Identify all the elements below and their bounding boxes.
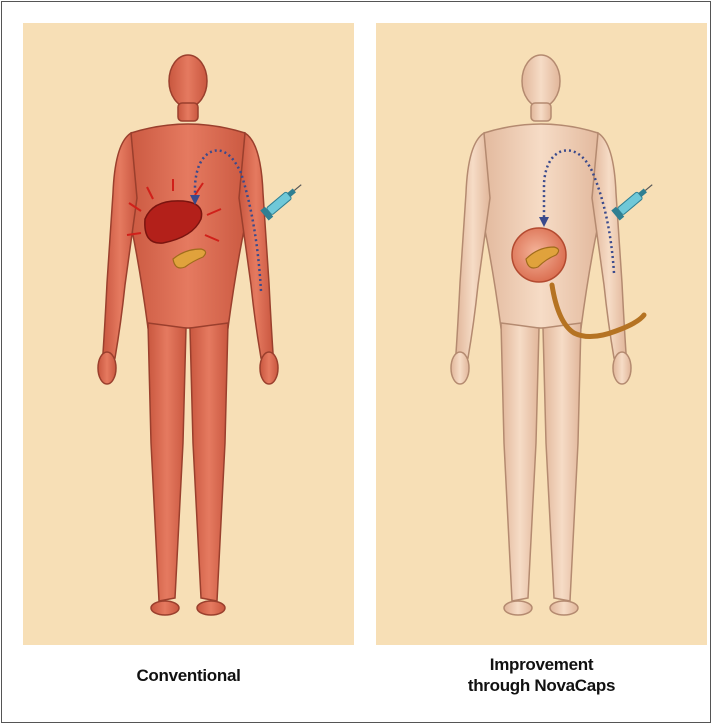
novacaps-illustration xyxy=(376,23,707,645)
caption-novacaps: Improvement through NovaCaps xyxy=(376,654,707,696)
caption-conventional: Conventional xyxy=(23,665,354,686)
caption-novacaps-line2: through NovaCaps xyxy=(376,675,707,696)
human-figure-conventional xyxy=(98,55,278,615)
novacaps-panel xyxy=(376,23,707,645)
caption-conventional-text: Conventional xyxy=(136,666,240,685)
conventional-panel xyxy=(23,23,354,645)
syringe-icon xyxy=(260,180,305,221)
caption-novacaps-line1: Improvement xyxy=(376,654,707,675)
conventional-illustration xyxy=(23,23,354,645)
syringe-icon xyxy=(611,180,656,221)
